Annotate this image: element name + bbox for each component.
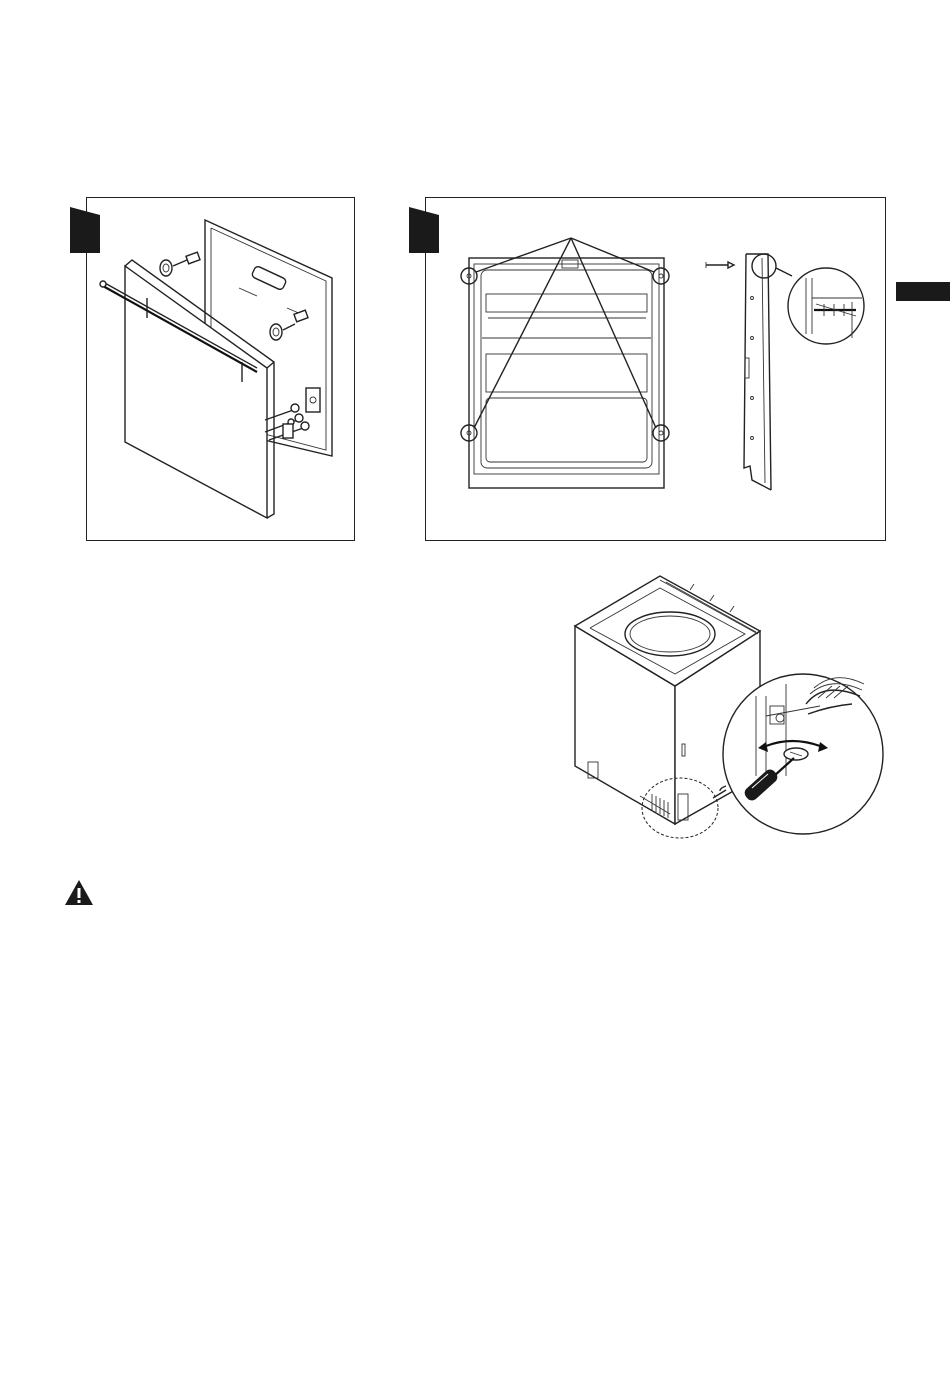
screw-icon [706,262,734,268]
door-handle-illustration [87,198,354,540]
screw-circle-tr [653,268,669,284]
figure-panel-2 [425,197,886,541]
screw-washer-top [160,252,200,276]
section-tab [896,282,950,301]
figure-panel-1 [86,197,355,541]
door-inner-panel-illustration [426,198,885,540]
warning-triangle-icon [64,879,94,906]
dishwasher-leveling-illustration [570,576,890,846]
detail-magnifier [788,268,864,344]
